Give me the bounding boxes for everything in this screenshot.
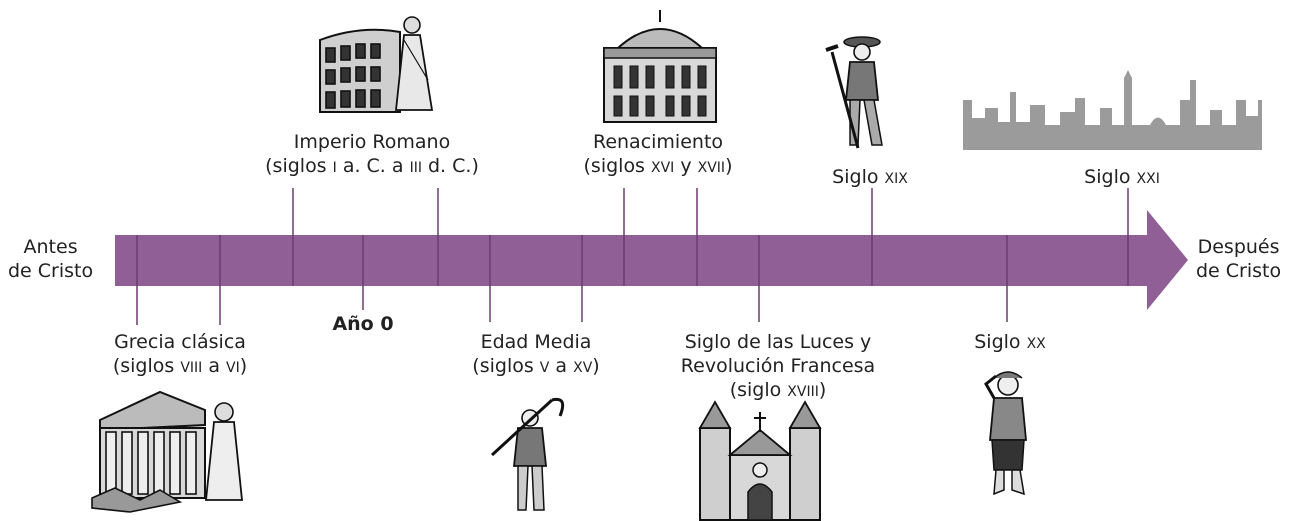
- medieval-peasant-illustration: [490, 397, 565, 511]
- connectors-above: [292, 188, 1129, 235]
- farmer-illustration: [825, 36, 883, 149]
- label-line: Siglo XXI: [1084, 166, 1160, 188]
- bar-dividers: [136, 235, 1129, 286]
- gothic-cathedral-illustration: [698, 400, 822, 521]
- label-edad-media: Edad Media (siglos V a XV): [472, 330, 599, 380]
- label-ano-0: Año 0: [332, 312, 393, 336]
- start-label-line1: Antes: [23, 236, 78, 258]
- boy-saluting-illustration: [984, 371, 1027, 496]
- label-line: Edad Media: [480, 331, 592, 353]
- end-label-line1: Después: [1197, 236, 1280, 258]
- end-label: Después de Cristo: [1196, 235, 1281, 283]
- start-label-line2: de Cristo: [8, 260, 94, 282]
- label-imperio-romano: Imperio Romano (siglos I a. C. a III d. …: [265, 130, 479, 180]
- renaissance-building-illustration: [603, 10, 717, 123]
- label-siglo-luces: Siglo de las Luces y Revolución Francesa…: [681, 330, 875, 404]
- label-line: Siglo XX: [974, 331, 1046, 353]
- label-line: (siglos XVI y XVII): [583, 155, 733, 177]
- label-grecia-clasica: Grecia clásica (siglos VIII a VI): [113, 330, 247, 380]
- label-line: (siglos V a XV): [472, 355, 600, 377]
- label-line: Grecia clásica: [114, 331, 246, 353]
- label-line: Año 0: [332, 313, 394, 335]
- label-siglo-xix: Siglo XIX: [832, 165, 908, 191]
- label-siglo-xxi: Siglo XXI: [1084, 165, 1160, 191]
- label-renacimiento: Renacimiento (siglos XVI y XVII): [584, 130, 733, 180]
- label-siglo-xx: Siglo XX: [974, 330, 1046, 356]
- label-line: (siglo XVIII): [729, 379, 827, 401]
- skyline-illustration: [963, 70, 1262, 150]
- greek-temple-illustration: [91, 390, 243, 513]
- start-label: Antes de Cristo: [8, 235, 93, 283]
- end-label-line2: de Cristo: [1196, 260, 1282, 282]
- label-line: Siglo XIX: [832, 166, 908, 188]
- connectors-below: [136, 286, 1008, 325]
- label-line: Renacimiento: [592, 131, 724, 153]
- label-line: Siglo de las Luces y: [684, 331, 872, 353]
- timeline-arrow: [115, 210, 1188, 310]
- colosseum-illustration: [319, 16, 434, 113]
- label-line: Imperio Romano: [293, 131, 451, 153]
- label-line: (siglos VIII a VI): [112, 355, 248, 377]
- label-line: (siglos I a. C. a III d. C.): [265, 155, 479, 177]
- label-line: Revolución Francesa: [680, 355, 876, 377]
